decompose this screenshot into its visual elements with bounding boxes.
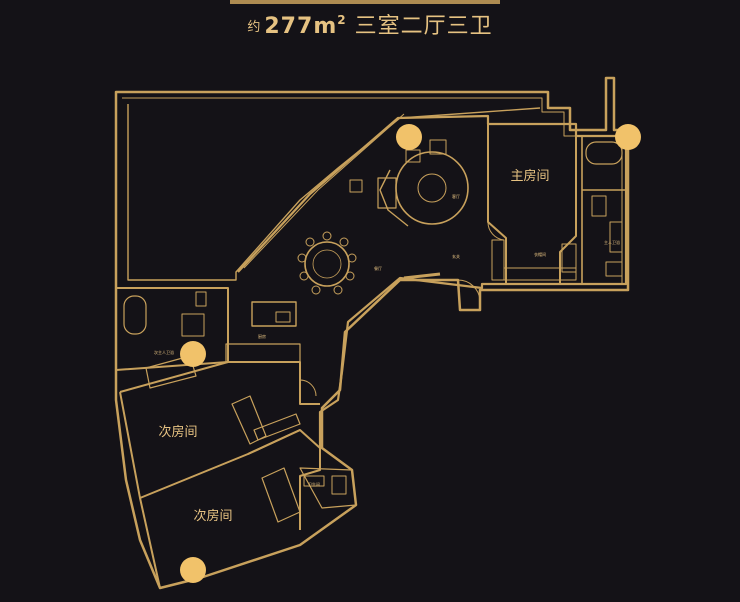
dining-round-table	[304, 241, 350, 287]
dining-turntable	[312, 249, 342, 279]
terrace-outline-inner	[122, 97, 623, 284]
kitchen-island	[251, 301, 297, 327]
master-closet	[503, 267, 577, 281]
guest-vanity	[145, 355, 197, 389]
living-table-center	[417, 173, 447, 203]
master-bath-walls	[581, 136, 628, 284]
guest-bath-walls	[115, 287, 229, 371]
room-label-hall: 玄关	[452, 253, 460, 259]
guest-shower	[181, 313, 205, 337]
marker-guest-bath	[180, 341, 206, 367]
title-area-value: 277	[264, 14, 314, 39]
living-armchair-2	[405, 149, 421, 163]
master-bathtub	[585, 141, 623, 165]
master-closet-2	[491, 239, 505, 281]
room-label-dining: 餐厅	[374, 265, 382, 271]
master-toilet	[591, 195, 607, 217]
living-sofa	[379, 169, 409, 227]
living-armchair	[429, 139, 447, 155]
living-round-table	[395, 151, 469, 225]
terrace-inner-wall	[127, 104, 541, 281]
bedroom-a-closet	[231, 395, 267, 445]
title-layout: 三室二厅三卫	[354, 14, 493, 39]
highlight-markers	[180, 124, 641, 583]
room-label-second-b: 次房间	[193, 508, 232, 524]
room-label-master-bath: 主人卫浴	[604, 239, 620, 245]
bedroom-b-closet	[261, 467, 301, 523]
marker-master-bath	[615, 124, 641, 150]
wc-sink	[303, 475, 325, 487]
room-label-master: 主房间	[510, 168, 549, 184]
room-label-guest-bath: 次主人卫浴	[154, 349, 174, 355]
kitchen-sink	[275, 311, 291, 323]
room-label-kitchen: 厨房	[258, 333, 266, 339]
room-label-second-a: 次房间	[158, 424, 197, 440]
bedroom-a-closet-2	[253, 413, 301, 441]
entry-door-frame	[403, 272, 441, 280]
master-walls	[487, 124, 577, 284]
master-door-swing	[487, 221, 505, 241]
room-label-living: 客厅	[452, 193, 460, 199]
bedroom-b-walls	[139, 429, 321, 589]
master-closet-3	[561, 243, 577, 273]
room-label-wc: 卫生间	[308, 481, 320, 487]
title-area-sup: 2	[337, 13, 347, 27]
bedroom-a-walls	[119, 361, 320, 499]
top-accent-bar	[230, 0, 500, 4]
dining-chairs	[297, 231, 357, 295]
guest-bathtub	[123, 295, 147, 335]
master-vanity	[609, 221, 623, 253]
entry-door-swing	[457, 279, 481, 301]
kitchen-counter	[225, 343, 301, 363]
facade-line	[243, 113, 405, 269]
interior-walls	[237, 114, 628, 448]
title-prefix: 约	[247, 20, 262, 35]
room-label-closet: 衣帽间	[534, 251, 546, 257]
title-area-unit: m	[313, 14, 338, 39]
living-sofa-arm	[377, 177, 397, 209]
master-wc	[605, 261, 623, 277]
marker-living	[396, 124, 422, 150]
guest-toilet	[195, 291, 207, 307]
wc-toilet	[331, 475, 347, 495]
corridor-door-swing	[299, 379, 317, 397]
wc-walls	[299, 467, 357, 509]
living-side-chair	[349, 179, 363, 193]
marker-bedroom-b	[180, 557, 206, 583]
